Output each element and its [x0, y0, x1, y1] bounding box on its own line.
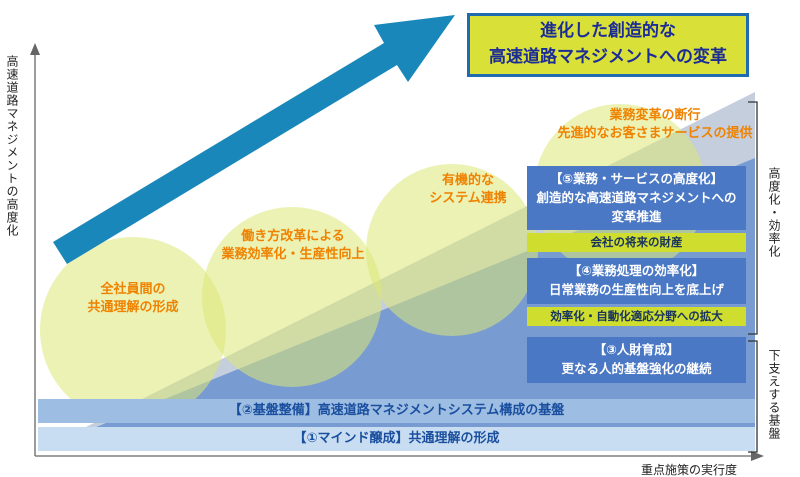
y-axis-label: 高速道路マネジメントの高度化: [5, 55, 19, 237]
base-bar-1: 【①マインド醸成】共通理解の形成: [38, 427, 755, 451]
y-axis-arrowhead-icon: [30, 43, 40, 55]
circle-2-line-1: 働き方改革による: [241, 229, 345, 244]
step-box-5: 【⑤業務・サービスの高度化】 創造的な高速道路マネジメントへの 変革推進: [527, 166, 746, 231]
goal-box: 進化した創造的な 高速道路マネジメントへの変革: [467, 13, 749, 77]
step-3-line-2: 更なる人的基盤強化の継続: [561, 360, 712, 376]
circle-2-line-2: 業務効率化・生産性向上: [221, 247, 365, 263]
x-axis-arrowhead-icon: [751, 451, 764, 461]
circle-label-3: 有機的な システム連携: [378, 172, 558, 208]
circle-4-line-2: 先進的なお客さまサービスの提供: [557, 126, 753, 142]
step-4-tag: 効率化・自動化適応分野への拡大: [527, 307, 746, 326]
stage-circle-1: [40, 237, 226, 423]
bracket-upper: [748, 101, 758, 335]
circle-label-1: 全社員間の 共通理解の形成: [33, 281, 233, 317]
right-label-upper: 高度化・効率化: [767, 167, 781, 258]
step-box-3: 【③人財育成】 更なる人的基盤強化の継続: [527, 337, 746, 383]
base-bar-2: 【②基盤整備】高速道路マネジメントシステム構成の基盤: [38, 399, 755, 423]
goal-line-2: 高速道路マネジメントへの変革: [489, 47, 727, 68]
step-box-4: 【④業務処理の効率化】 日常業務の生産性向上を底上げ: [527, 258, 746, 304]
step-5-line-2: 創造的な高速道路マネジメントへの: [536, 189, 737, 205]
bracket-lower: [748, 340, 758, 453]
step-3-line-1: 【③人財育成】: [593, 342, 680, 357]
circle-1-line-1: 全社員間の: [100, 282, 166, 297]
circle-3-line-1: 有機的な: [441, 173, 494, 188]
stage-circle-2: [202, 207, 382, 387]
step-5-line-3: 変革推進: [611, 208, 662, 224]
step-4-line-1: 【④業務処理の効率化】: [568, 263, 705, 278]
goal-line-1: 進化した創造的な: [540, 21, 676, 41]
x-axis-label: 重点施策の実行度: [641, 463, 738, 477]
circle-3-line-2: システム連携: [429, 191, 507, 207]
right-label-lower: 下支えする基盤: [767, 349, 781, 440]
step-4-line-2: 日常業務の生産性向上を底上げ: [548, 281, 724, 297]
step-5-tag: 会社の将来の財産: [527, 233, 746, 252]
stage-circle-3: [366, 164, 538, 336]
circle-label-2: 働き方改革による 業務効率化・生産性向上: [183, 228, 403, 264]
step-5-line-1: 【⑤業務・サービスの高度化】: [549, 171, 724, 186]
circle-label-4: 業務変革の断行 先進的なお客さまサービスの提供: [535, 107, 775, 143]
growth-arrow-icon: [53, 15, 455, 264]
circle-4-line-1: 業務変革の断行: [609, 108, 701, 123]
circle-1-line-2: 共通理解の形成: [87, 300, 179, 316]
